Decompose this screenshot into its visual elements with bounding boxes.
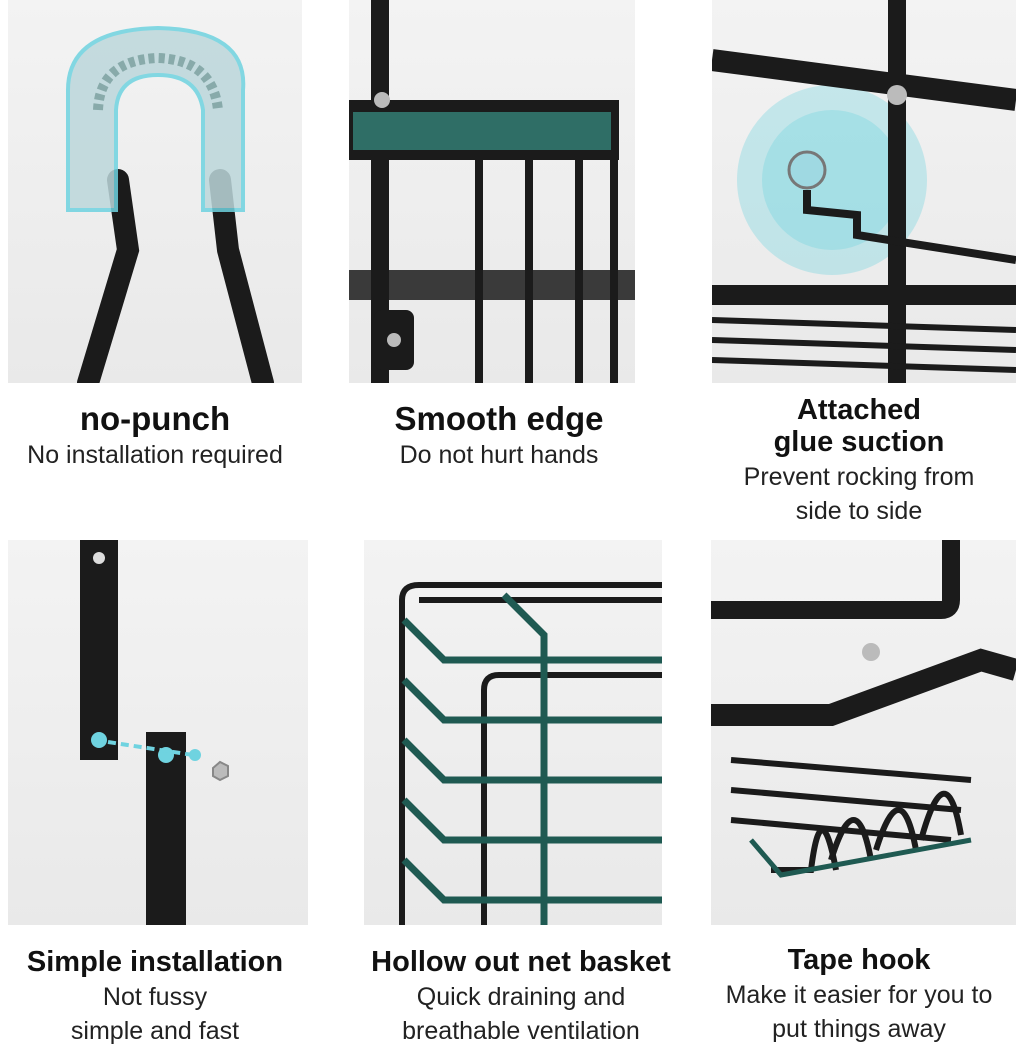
bolt-illustration [80,540,229,925]
feature-title: Attached [796,394,922,426]
photo-net-basket [364,540,662,925]
feature-desc: No installation required [27,441,283,469]
photo-simple-installation [8,540,308,925]
photo-glue-suction [712,0,1016,383]
feature-title: Tape hook [787,944,931,976]
feature-desc: Make it easier for you to [725,981,993,1009]
photo-no-punch [8,0,302,383]
feature-title: no-punch [79,400,231,437]
caption-simple-installation: Simple installation Not fussy simple and… [0,946,310,1048]
hook-illustration [66,25,274,383]
caption-smooth-edge: Smooth edge Do not hurt hands [340,402,658,472]
caption-tape-hook: Tape hook Make it easier for you to put … [694,944,1024,1046]
feature-desc: Prevent rocking from [743,463,975,491]
feature-desc: Quick draining and [416,983,626,1011]
caption-no-punch: no-punch No installation required [0,402,310,472]
feature-desc: side to side [795,497,923,525]
feature-title: glue suction [773,426,945,458]
feature-desc: simple and fast [70,1017,240,1045]
caption-glue-suction: Attached glue suction Prevent rocking fr… [694,394,1024,528]
shelf-edge-illustration [349,0,635,383]
suction-illustration [712,0,1016,383]
feature-title: Simple installation [26,946,284,978]
photo-smooth-edge [349,0,635,383]
feature-title: Hollow out net basket [371,946,671,978]
basket-illustration [399,582,662,925]
tape-hook-illustration [711,540,1016,878]
feature-desc: put things away [772,1015,946,1043]
caption-net-basket: Hollow out net basket Quick draining and… [346,946,696,1048]
feature-desc: breathable ventilation [402,1017,640,1045]
photo-tape-hook [711,540,1016,925]
feature-desc: Not fussy [102,983,208,1011]
feature-desc: Do not hurt hands [399,441,599,469]
feature-title: Smooth edge [394,400,604,437]
